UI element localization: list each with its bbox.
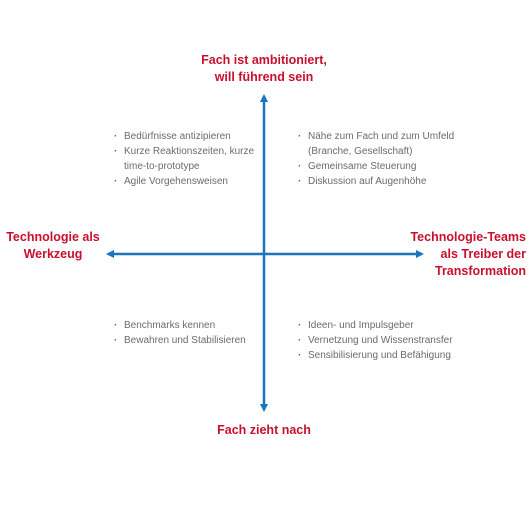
quadrant-top-right: Nähe zum Fach und zum Umfeld (Branche, G…	[298, 129, 473, 189]
list-item: Agile Vorgehensweisen	[114, 174, 259, 189]
list-item: Benchmarks kennen	[114, 318, 259, 333]
label-left: Technologie als Werkzeug	[0, 229, 106, 263]
label-left-line-1: Technologie als	[6, 230, 100, 244]
label-top-line-2: will führend sein	[214, 70, 314, 84]
label-right-line-1: Technologie-Teams	[410, 230, 526, 244]
list-item: Gemeinsame Steuerung	[298, 159, 473, 174]
list-item: Nähe zum Fach und zum Umfeld (Branche, G…	[298, 129, 473, 159]
label-right-line-2: als Treiber der	[440, 247, 526, 261]
quadrant-bottom-left: Benchmarks kennen Bewahren und Stabilisi…	[114, 318, 259, 348]
label-left-line-2: Werkzeug	[23, 247, 83, 261]
list-item: Ideen- und Impulsgeber	[298, 318, 473, 333]
label-bottom: Fach zieht nach	[164, 422, 364, 439]
list-item: Diskussion auf Augenhöhe	[298, 174, 473, 189]
list-item: Sensibilisierung und Befähigung	[298, 348, 473, 363]
list-item: Bedürfnisse antizipieren	[114, 129, 259, 144]
quadrant-top-left: Bedürfnisse antizipieren Kurze Reaktions…	[114, 129, 259, 189]
list-item: Kurze Reaktionszeiten, kurze time-to-pro…	[114, 144, 259, 174]
label-top-line-1: Fach ist ambitioniert,	[201, 53, 327, 67]
label-bottom-line-1: Fach zieht nach	[217, 423, 311, 437]
list-item: Vernetzung und Wissenstransfer	[298, 333, 473, 348]
label-right: Technologie-Teams als Treiber der Transf…	[410, 229, 529, 280]
label-top: Fach ist ambitioniert, will führend sein	[164, 52, 364, 86]
list-item: Bewahren und Stabilisieren	[114, 333, 259, 348]
label-right-line-3: Transformation	[435, 264, 526, 278]
quadrant-bottom-right: Ideen- und Impulsgeber Vernetzung und Wi…	[298, 318, 473, 363]
